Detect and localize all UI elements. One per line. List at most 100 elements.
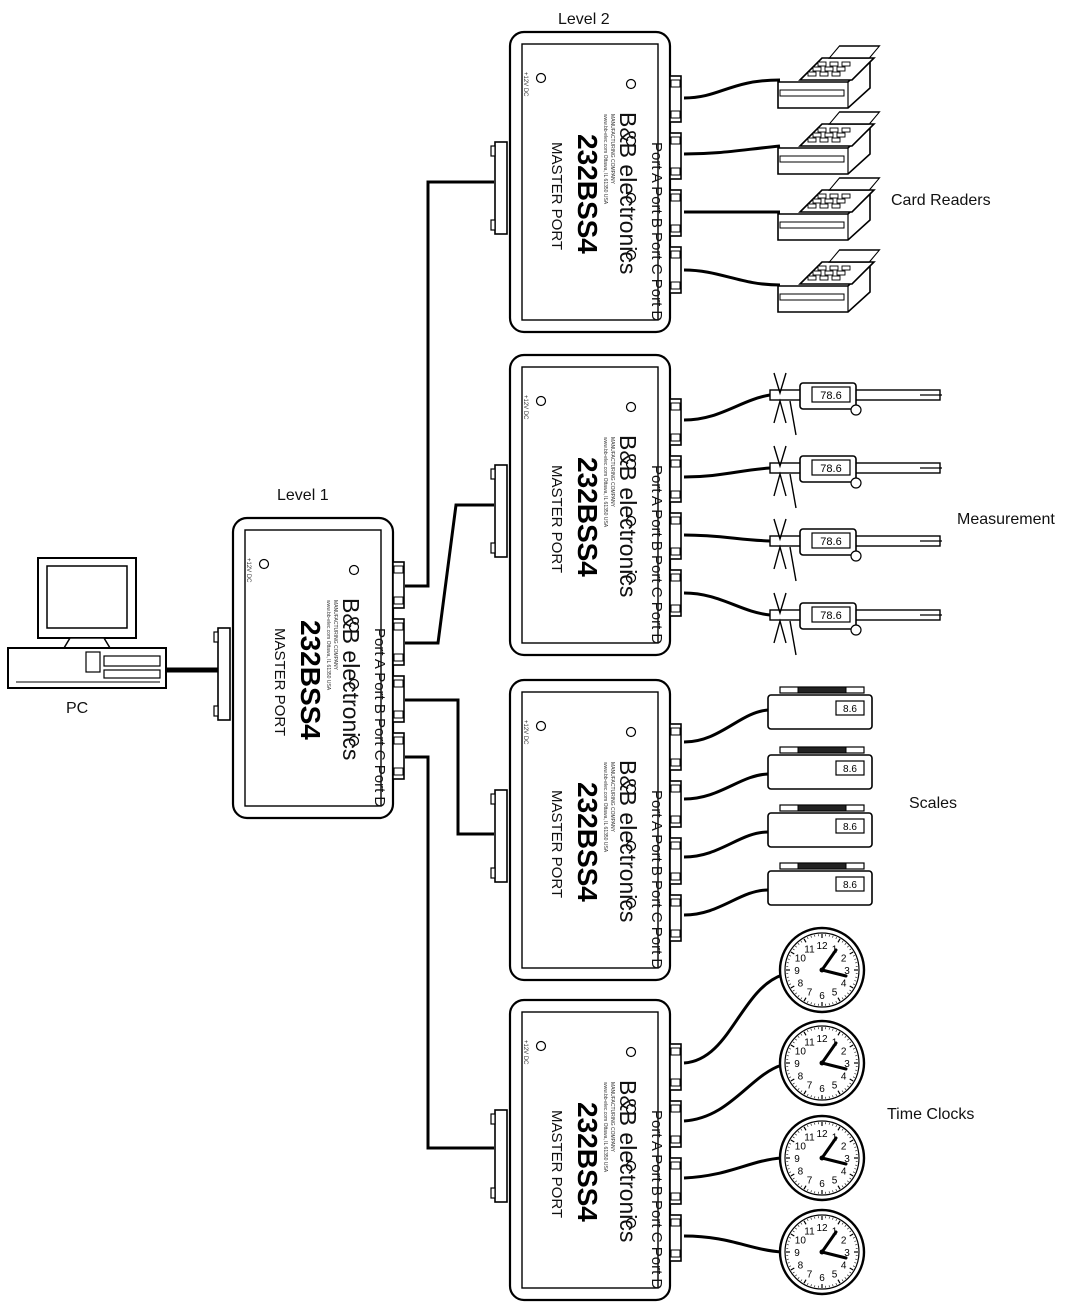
scale: 8.6 [767, 746, 873, 790]
clock-tick [849, 1230, 852, 1233]
scale-reading: 8.6 [843, 764, 857, 775]
clock-tick [795, 1274, 797, 1277]
port-screw [670, 841, 681, 850]
clock-tick [835, 1093, 837, 1097]
clock-tick [795, 1227, 797, 1230]
keypad-key [819, 137, 829, 143]
master-port-screw [490, 468, 496, 480]
caliper-jaw-top [773, 372, 787, 396]
port-connector [669, 569, 682, 617]
clock-tick [841, 1279, 844, 1282]
caliper-jaw-top [773, 592, 787, 616]
clock-tick [807, 1029, 809, 1033]
clock-tick [790, 1267, 795, 1271]
clock-tick [847, 945, 849, 948]
keypad-key [824, 198, 834, 204]
clock-tick [788, 1171, 792, 1173]
clock-tick [832, 1028, 834, 1031]
port-connector [392, 618, 405, 666]
clock-tick [854, 980, 857, 982]
clock-number: 7 [807, 988, 813, 999]
card-reader-display [828, 111, 881, 125]
port-led [625, 515, 637, 527]
clock-tick [788, 1265, 792, 1267]
clock-tick [849, 1233, 854, 1237]
clock-tick [810, 1123, 812, 1126]
scale-reading: 8.6 [843, 880, 857, 891]
clock-tick [852, 955, 856, 957]
clock-tick [792, 1271, 795, 1274]
clock-number: 5 [832, 988, 838, 999]
caliper-reading: 78.6 [820, 610, 841, 622]
clock-tick [803, 1279, 807, 1284]
keypad-key [807, 137, 817, 143]
clock-number: 2 [841, 1142, 847, 1153]
card-reader [777, 249, 881, 313]
clock-hour-hand [820, 1230, 838, 1254]
clock-tick [852, 1237, 856, 1239]
clock-tick [832, 1095, 834, 1098]
clock-tick [835, 1000, 837, 1004]
clock-tick [847, 1274, 849, 1277]
caliper-jaw-top [773, 445, 787, 469]
splitter-box-label-block: Port A Port B Port C Port DB&B electroni… [522, 720, 665, 969]
port-labels: Port A Port B Port C Port D [648, 465, 665, 644]
clock-tick [832, 1284, 834, 1287]
keypad-key [836, 66, 846, 72]
port-led [348, 564, 360, 576]
port-screw [393, 736, 404, 745]
clock-tick [835, 1282, 837, 1286]
clock-tick [849, 1267, 854, 1271]
clock-tick [849, 985, 854, 989]
clock-tick [810, 1217, 812, 1220]
clock-tick [803, 1126, 807, 1131]
time-clock: 121234567891011 [778, 1114, 866, 1202]
keypad-key [817, 61, 827, 67]
master-port-screw [490, 1113, 496, 1125]
clock-tick [797, 943, 800, 945]
clock-tick [844, 1036, 847, 1038]
port-screw [670, 1218, 681, 1227]
clock-tick [790, 985, 795, 989]
port-connector [669, 246, 682, 294]
clock-number: 5 [832, 1270, 838, 1281]
clock-tick [787, 1240, 790, 1242]
clock-number: 5 [832, 1176, 838, 1187]
keypad-key [817, 193, 827, 199]
keypad-key [831, 71, 841, 77]
card-slot [779, 89, 845, 97]
master-port-label: MASTER PORT [548, 1110, 565, 1218]
splitter-box-level-2-a-content: Port A Port B Port C Port DB&B electroni… [490, 72, 682, 321]
clock-tick [795, 1180, 797, 1183]
power-label: +12V DC [522, 720, 528, 745]
port-screw [670, 459, 681, 468]
power-led [535, 1040, 547, 1052]
clock-number: 3 [844, 1248, 850, 1259]
scale-group: 8.68.68.68.6 [767, 686, 873, 906]
clock-tick [787, 1051, 790, 1053]
keypad-key [831, 137, 841, 143]
clock-number: 6 [819, 1084, 825, 1095]
clock-number: 10 [795, 1142, 807, 1153]
clock-tick [790, 1139, 795, 1143]
clock-tick [847, 1038, 849, 1041]
port-connector [669, 894, 682, 942]
clock-tick [841, 1090, 844, 1093]
clock-number: 5 [832, 1081, 838, 1092]
keypad-key [812, 198, 822, 204]
clock-tick [849, 1078, 854, 1082]
clock-hour-hand [820, 1041, 838, 1065]
clock-tick [847, 1180, 849, 1183]
pc-label: PC [66, 700, 88, 717]
clock-tick [849, 1082, 852, 1085]
clock-tick [852, 1048, 856, 1050]
clock-tick [787, 1146, 790, 1148]
splitter-box-level-2-d-content: Port A Port B Port C Port DB&B electroni… [490, 1040, 682, 1289]
card-reader [777, 111, 881, 175]
clock-tick [832, 1002, 834, 1005]
clock-number: 3 [844, 1059, 850, 1070]
card-slot [779, 293, 845, 301]
master-port-screw [490, 145, 496, 157]
power-led [535, 720, 547, 732]
clock-number: 2 [841, 954, 847, 965]
